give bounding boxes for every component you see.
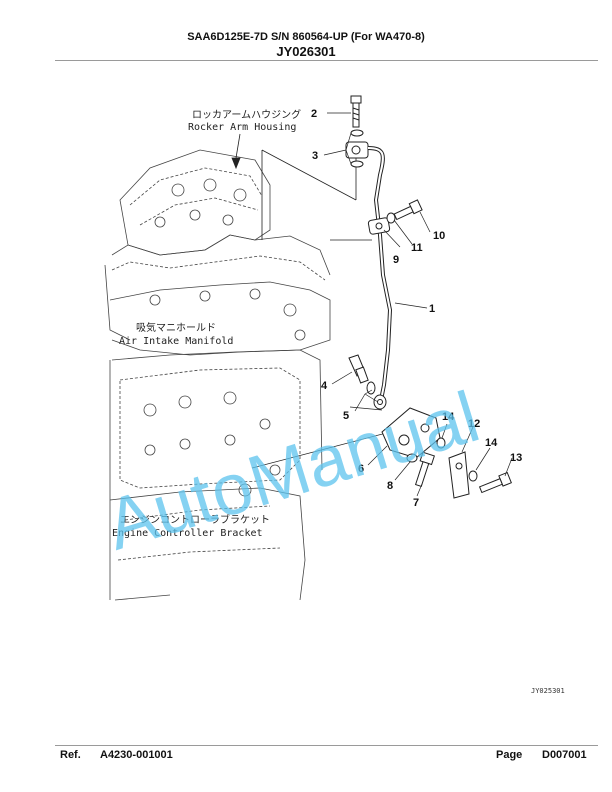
callout-11: 11: [411, 242, 423, 254]
rocker-housing-label: Rocker Arm Housing: [188, 122, 296, 133]
washer-part-3a: [350, 129, 364, 137]
washer-part-11: [386, 212, 396, 224]
washer-part-14b: [468, 470, 478, 482]
air-intake-label-jp: 吸気マニホールド: [136, 321, 216, 334]
header-rule: [55, 60, 598, 61]
block-part-12: [448, 451, 470, 499]
eye-bolt-part-4: [348, 354, 369, 384]
controller-bracket-label-jp: エンジンコントローラブラケット: [120, 513, 270, 526]
page-number: D007001: [542, 749, 587, 761]
washer-part-8: [406, 453, 418, 463]
air-intake-label: Air Intake Manifold: [119, 336, 233, 347]
drawing-id: JY026301: [276, 44, 336, 59]
engine-block-illustration: [104, 133, 357, 601]
rocker-housing-label-jp: ロッカアームハウジング: [192, 108, 301, 121]
ref-label: Ref.: [60, 749, 81, 761]
callout-3: 3: [312, 150, 318, 162]
washer-part-3b: [350, 160, 364, 168]
callout-8: 8: [387, 480, 393, 492]
parts: [345, 95, 512, 499]
callout-numbers: 2 3 1 9 11 10 4 5 6 8 7 14 12 14 13: [311, 108, 522, 509]
callout-5: 5: [343, 410, 349, 422]
bolt-part-7: [414, 451, 435, 488]
callout-1: 1: [429, 303, 435, 315]
callout-14-lower: 14: [485, 437, 498, 449]
leader-lines: [251, 239, 399, 469]
controller-bracket-label: Engine Controller Bracket: [112, 528, 263, 539]
callout-2: 2: [311, 108, 317, 120]
watermark: AutoManual: [97, 377, 488, 566]
page-title: SAA6D125E-7D S/N 860564-UP (For WA470-8): [187, 31, 425, 43]
washer-part-14a: [436, 437, 446, 449]
callout-10: 10: [433, 230, 445, 242]
callout-14-upper: 14: [442, 411, 455, 423]
callout-9: 9: [393, 254, 399, 266]
bolt-part-13: [478, 471, 512, 494]
footer-rule: [55, 745, 598, 746]
bolt-part-10: [393, 199, 423, 221]
callout-6: 6: [358, 463, 364, 475]
ref-number: A4230-001001: [100, 749, 173, 761]
callout-12: 12: [468, 418, 480, 430]
bolt-part-2: [350, 95, 362, 128]
callout-leaders: [323, 112, 513, 497]
drawing-code: JY025301: [531, 687, 565, 695]
washer-part-5a: [366, 381, 376, 395]
callout-7: 7: [413, 497, 419, 509]
callout-4: 4: [321, 380, 328, 392]
page-label: Page: [496, 749, 523, 761]
location-captions: ロッカアームハウジング Rocker Arm Housing 吸気マニホールド …: [112, 108, 301, 539]
callout-13: 13: [510, 452, 522, 464]
